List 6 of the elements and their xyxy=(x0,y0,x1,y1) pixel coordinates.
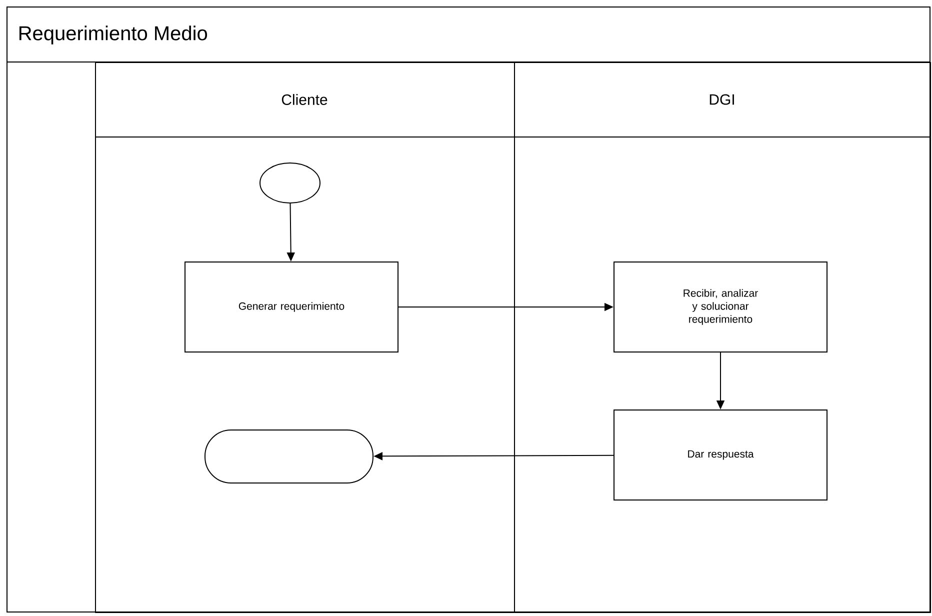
start-circle xyxy=(260,162,320,204)
end-terminator xyxy=(204,430,374,484)
process-box: Recibir, analizar y solucionar requerimiento xyxy=(614,262,828,352)
pool-title: Requerimiento Medio xyxy=(19,26,208,44)
process-box: Dar respuesta xyxy=(614,410,828,500)
process-box: Generar requerimiento xyxy=(184,262,398,352)
